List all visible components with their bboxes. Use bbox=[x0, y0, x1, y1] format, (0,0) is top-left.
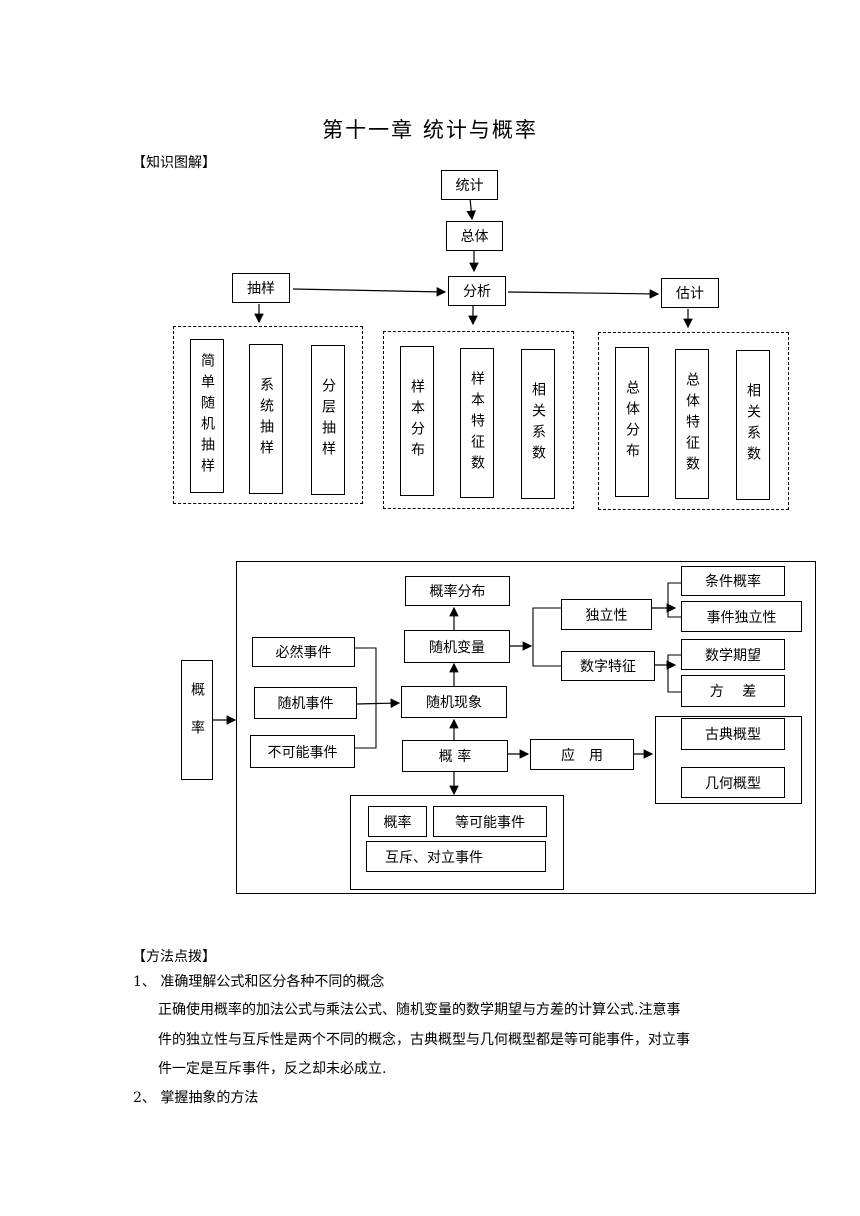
node-random-event: 随机事件 bbox=[254, 687, 357, 719]
item-population-characteristics: 总体特征数 bbox=[675, 349, 709, 499]
node-random-variable: 随机变量 bbox=[404, 630, 510, 663]
node-geometric-model: 几何概型 bbox=[681, 767, 785, 798]
node-sampling: 抽样 bbox=[232, 273, 290, 303]
node-random-phenomenon: 随机现象 bbox=[401, 686, 507, 718]
group-models-frame bbox=[655, 716, 802, 804]
node-estimate: 估计 bbox=[661, 278, 719, 308]
method-heading-2: 2、 掌握抽象的方法 bbox=[133, 1090, 259, 1106]
method-heading-1: 1、 准确理解公式和区分各种不同的概念 bbox=[133, 974, 385, 990]
item-stratified-sampling: 分层抽样 bbox=[311, 345, 345, 495]
group-analysis-items bbox=[383, 331, 574, 509]
node-population: 总体 bbox=[446, 221, 503, 251]
item-population-distribution: 总体分布 bbox=[615, 347, 649, 497]
node-probability-distribution: 概率分布 bbox=[405, 576, 510, 606]
item-correlation-coefficient-sample: 相关系数 bbox=[521, 349, 555, 499]
node-probability-center: 概 率 bbox=[402, 740, 508, 772]
method-1-line-3: 件一定是互斥事件，反之却未必成立. bbox=[158, 1061, 387, 1077]
item-sample-characteristics: 样本特征数 bbox=[460, 348, 494, 498]
node-event-independence: 事件独立性 bbox=[681, 601, 802, 632]
section-label-diagram: 【知识图解】 bbox=[132, 155, 216, 171]
node-certain-event: 必然事件 bbox=[252, 637, 355, 667]
node-probability-main: 概率 bbox=[181, 660, 213, 780]
node-variance: 方 差 bbox=[681, 675, 785, 707]
section-label-methods: 【方法点拨】 bbox=[132, 949, 216, 965]
node-expectation: 数学期望 bbox=[681, 639, 785, 670]
node-application: 应 用 bbox=[530, 739, 634, 770]
node-statistics: 统计 bbox=[441, 170, 498, 200]
group-probability-basics-frame bbox=[350, 795, 564, 890]
node-impossible-event: 不可能事件 bbox=[250, 735, 355, 768]
node-independence: 独立性 bbox=[561, 599, 652, 630]
prob-diagram-frame bbox=[236, 561, 816, 894]
method-1-line-2: 件的独立性与互斥性是两个不同的概念，古典概型与几何概型都是等可能事件，对立事 bbox=[158, 1032, 690, 1048]
group-sampling-methods bbox=[173, 326, 363, 504]
item-simple-random-sampling: 简单随机抽样 bbox=[190, 339, 224, 493]
node-exclusive-complementary-events: 互斥、对立事件 bbox=[366, 841, 546, 872]
node-classical-model: 古典概型 bbox=[681, 718, 785, 750]
node-conditional-probability: 条件概率 bbox=[681, 566, 785, 596]
group-estimate-items bbox=[598, 332, 789, 510]
item-systematic-sampling: 系统抽样 bbox=[249, 344, 283, 494]
node-numeric-features: 数字特征 bbox=[561, 651, 655, 681]
item-correlation-coefficient-population: 相关系数 bbox=[736, 350, 770, 500]
method-1-line-1: 正确使用概率的加法公式与乘法公式、随机变量的数学期望与方差的计算公式.注意事 bbox=[158, 1002, 681, 1018]
node-equally-likely-events: 等可能事件 bbox=[433, 806, 547, 837]
node-analysis: 分析 bbox=[448, 276, 506, 306]
node-probability-small: 概率 bbox=[368, 806, 427, 837]
page-title: 第十一章 统计与概率 bbox=[322, 118, 538, 142]
item-sample-distribution: 样本分布 bbox=[400, 346, 434, 496]
